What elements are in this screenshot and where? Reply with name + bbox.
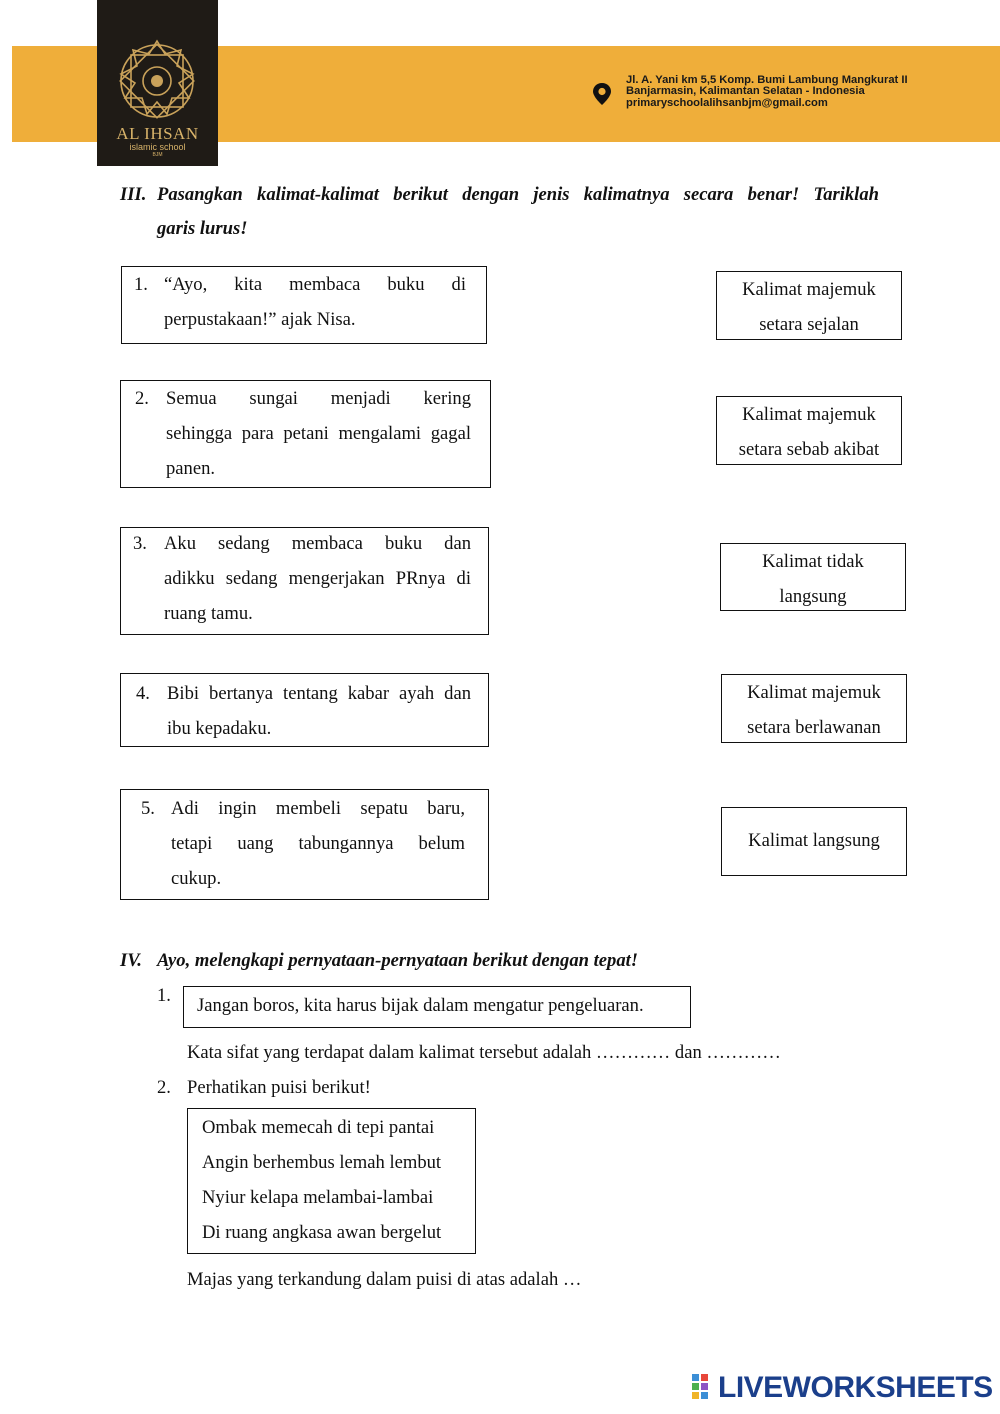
sentence-number: 5. [141,798,155,819]
location-pin-icon [593,83,611,105]
logo-ornament-icon [119,39,195,119]
school-logo: AL IHSAN islamic school BJM [97,0,218,166]
logo-school-name: AL IHSAN [116,124,199,143]
type-line: Kalimat tidak [762,551,864,572]
type-line: setara sebab akibat [738,439,880,460]
address-line: primaryschoolalihsanbjm@gmail.com [626,96,828,109]
address-line: Jl. A. Yani km 5,5 Komp. Bumi Lambung Ma… [626,74,908,86]
type-line: Kalimat majemuk [747,682,881,703]
sentence-number: 1. [134,274,148,295]
type-line: Kalimat majemuk [742,404,876,425]
school-address: Jl. A. Yani km 5,5 Komp. Bumi Lambung Ma… [626,74,908,109]
q1-number: 1. [157,985,171,1006]
logo-school-mini: BJM [152,152,163,158]
poem-line: Di ruang angkasa awan bergelut [202,1222,442,1243]
q1-sentence: Jangan boros, kita harus bijak dalam men… [197,995,644,1016]
poem-line: Angin berhembus lemah lembut [202,1152,442,1173]
poem-line: Ombak memecah di tepi pantai [202,1117,435,1138]
liveworksheets-logo-icon [692,1374,708,1399]
sentence-line: Adi ingin membeli sepatu baru, [171,798,465,819]
q2-number: 2. [157,1077,171,1098]
address-line: Banjarmasin, Kalimantan Selatan - Indone… [626,85,865,98]
type-line: setara berlawanan [747,717,881,738]
sentence-line: Semua sungai menjadi kering [166,388,471,409]
sentence-line: ibu kepadaku. [167,718,272,739]
sentence-line: Bibi bertanya tentang kabar ayah dan [167,683,471,704]
sentence-type-box-4[interactable]: Kalimat majemuk setara berlawanan [721,674,907,743]
sentence-box-5[interactable]: 5. Adi ingin membeli sepatu baru, tetapi… [120,789,489,900]
poem-line: Nyiur kelapa melambai-lambai [202,1187,434,1208]
q1-question: Kata sifat yang terdapat dalam kalimat t… [187,1042,781,1063]
type-line: Kalimat majemuk [742,279,876,300]
logo-school-sub: islamic school [129,142,186,152]
sentence-type-box-5[interactable]: Kalimat langsung [721,807,907,876]
sentence-type-box-1[interactable]: Kalimat majemuk setara sejalan [716,271,902,340]
section3-instruction-line2: garis lurus! [157,218,248,239]
poem-box: Ombak memecah di tepi pantai Angin berhe… [187,1108,476,1254]
sentence-number: 4. [136,683,150,704]
liveworksheets-brand: LIVEWORKSHEETS [718,1371,993,1404]
type-line: langsung [779,586,847,607]
sentence-line: cukup. [171,868,222,889]
sentence-number: 3. [133,533,147,554]
sentence-line: Aku sedang membaca buku dan [164,533,471,554]
q1-sentence-box: Jangan boros, kita harus bijak dalam men… [183,986,691,1028]
sentence-box-2[interactable]: 2. Semua sungai menjadi kering sehingga … [120,380,491,488]
sentence-line: ruang tamu. [164,603,253,624]
section4-instruction: Ayo, melengkapi pernyataan-pernyataan be… [157,950,639,971]
sentence-line: “Ayo, kita membaca buku di [164,274,466,295]
sentence-number: 2. [135,388,149,409]
section4-roman: IV. [120,950,142,971]
sentence-line: perpustakaan!” ajak Nisa. [164,309,356,330]
type-line: setara sejalan [759,314,859,335]
section3-roman: III. [120,184,147,205]
sentence-type-box-3[interactable]: Kalimat tidak langsung [720,543,906,611]
sentence-line: sehingga para petani mengalami gagal [166,423,471,444]
sentence-line: adikku sedang mengerjakan PRnya di [164,568,471,589]
q2-intro: Perhatikan puisi berikut! [187,1077,371,1098]
sentence-box-1[interactable]: 1. “Ayo, kita membaca buku di perpustaka… [121,266,487,344]
type-line: Kalimat langsung [748,830,880,851]
sentence-box-4[interactable]: 4. Bibi bertanya tentang kabar ayah dan … [120,673,489,747]
q2-question: Majas yang terkandung dalam puisi di ata… [187,1269,582,1290]
section3-instruction-line1: Pasangkan kalimat-kalimat berikut dengan… [157,184,879,205]
sentence-line: panen. [166,458,216,479]
sentence-line: tetapi uang tabungannya belum [171,833,465,854]
sentence-box-3[interactable]: 3. Aku sedang membaca buku dan adikku se… [120,527,489,635]
sentence-type-box-2[interactable]: Kalimat majemuk setara sebab akibat [716,396,902,465]
